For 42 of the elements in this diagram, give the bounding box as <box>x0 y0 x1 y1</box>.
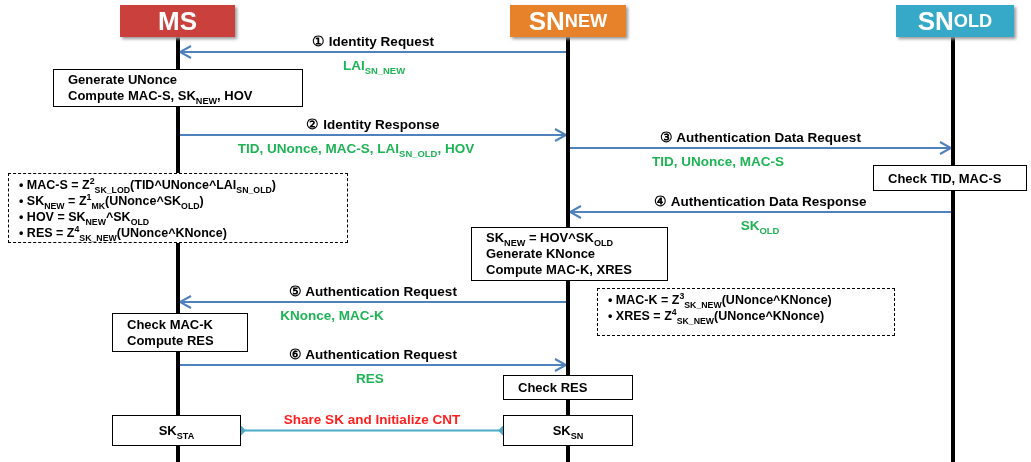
box-text: Check MAC-K <box>127 316 214 333</box>
edge-label: ② Identity Response <box>306 116 440 132</box>
formula-note <box>597 288 895 336</box>
message-arrow <box>179 45 567 59</box>
message-arrow <box>179 128 567 142</box>
key-box: SK$_{STA}$ <box>112 415 241 446</box>
box-text: SK$_{NEW}$ = HOV^SK$_{OLD}$ <box>486 230 615 246</box>
process-box <box>112 313 248 352</box>
formula-item: • HOV = SK$_{NEW}$^SK$_{OLD}$ <box>19 209 151 225</box>
message-arrow <box>569 141 952 155</box>
message-parameters: LAI$_{SN_NEW}$ <box>342 58 406 73</box>
message-arrow <box>179 358 567 372</box>
edge-label: ③ Authentication Data Request <box>660 129 861 145</box>
box-text: Compute MAC-S, SK$_{NEW}$, HOV <box>68 88 254 104</box>
box-text: Compute MAC-K, XRES <box>486 262 633 278</box>
edge-label: ⑥ Authentication Request <box>289 346 457 362</box>
edge-label: ① Identity Request <box>312 33 434 49</box>
process-box: Check RES <box>503 375 633 400</box>
formula-note <box>8 173 348 243</box>
message-parameters: TID, UNonce, MAC-S, LAI$_{SN_OLD}$, HOV <box>237 141 475 156</box>
message-parameters: RES <box>356 371 384 386</box>
message-parameters: SK$_{OLD}$ <box>740 218 780 233</box>
lifeline-header: MS <box>120 5 235 37</box>
formula-item: • XRES = Z$^{4}$$_{SK_NEW}$(UNonce^KNonce) <box>608 308 825 324</box>
box-text: Generate UNonce <box>68 72 179 88</box>
message-arrow <box>179 295 567 309</box>
edge-label: ⑤ Authentication Request <box>289 283 457 299</box>
edge-label: Share SK and Initialize CNT <box>283 411 461 427</box>
message-parameters: TID, UNonce, MAC-S <box>652 154 784 169</box>
process-box <box>53 69 303 107</box>
process-box: Check TID, MAC-S <box>873 165 1027 191</box>
key-box: SK$_{SN}$ <box>503 415 633 446</box>
formula-item: • RES = Z$^{4}$$_{SK_NEW}$(UNonce^KNonce) <box>19 225 228 241</box>
formula-item: • MAC-S = Z$^{2}$$_{SK_LOD}$(TID^UNonce^LAI$_{SN_OLD}$) <box>19 177 277 193</box>
formula-item: • SK$_{NEW}$ = Z$^{1}$$_{MK}$(UNonce^SK$_{OLD}$) <box>19 193 204 209</box>
edge-label: ④ Authentication Data Response <box>654 193 867 209</box>
box-text: Compute RES <box>127 332 215 349</box>
box-text: Generate KNonce <box>486 246 597 262</box>
message-arrow <box>569 205 952 219</box>
process-box <box>471 227 668 281</box>
formula-item: • MAC-K = Z$^{3}$$_{SK_NEW}$(UNonce^KNonce) <box>608 292 833 308</box>
message-parameters: KNonce, MAC-K <box>280 308 384 323</box>
